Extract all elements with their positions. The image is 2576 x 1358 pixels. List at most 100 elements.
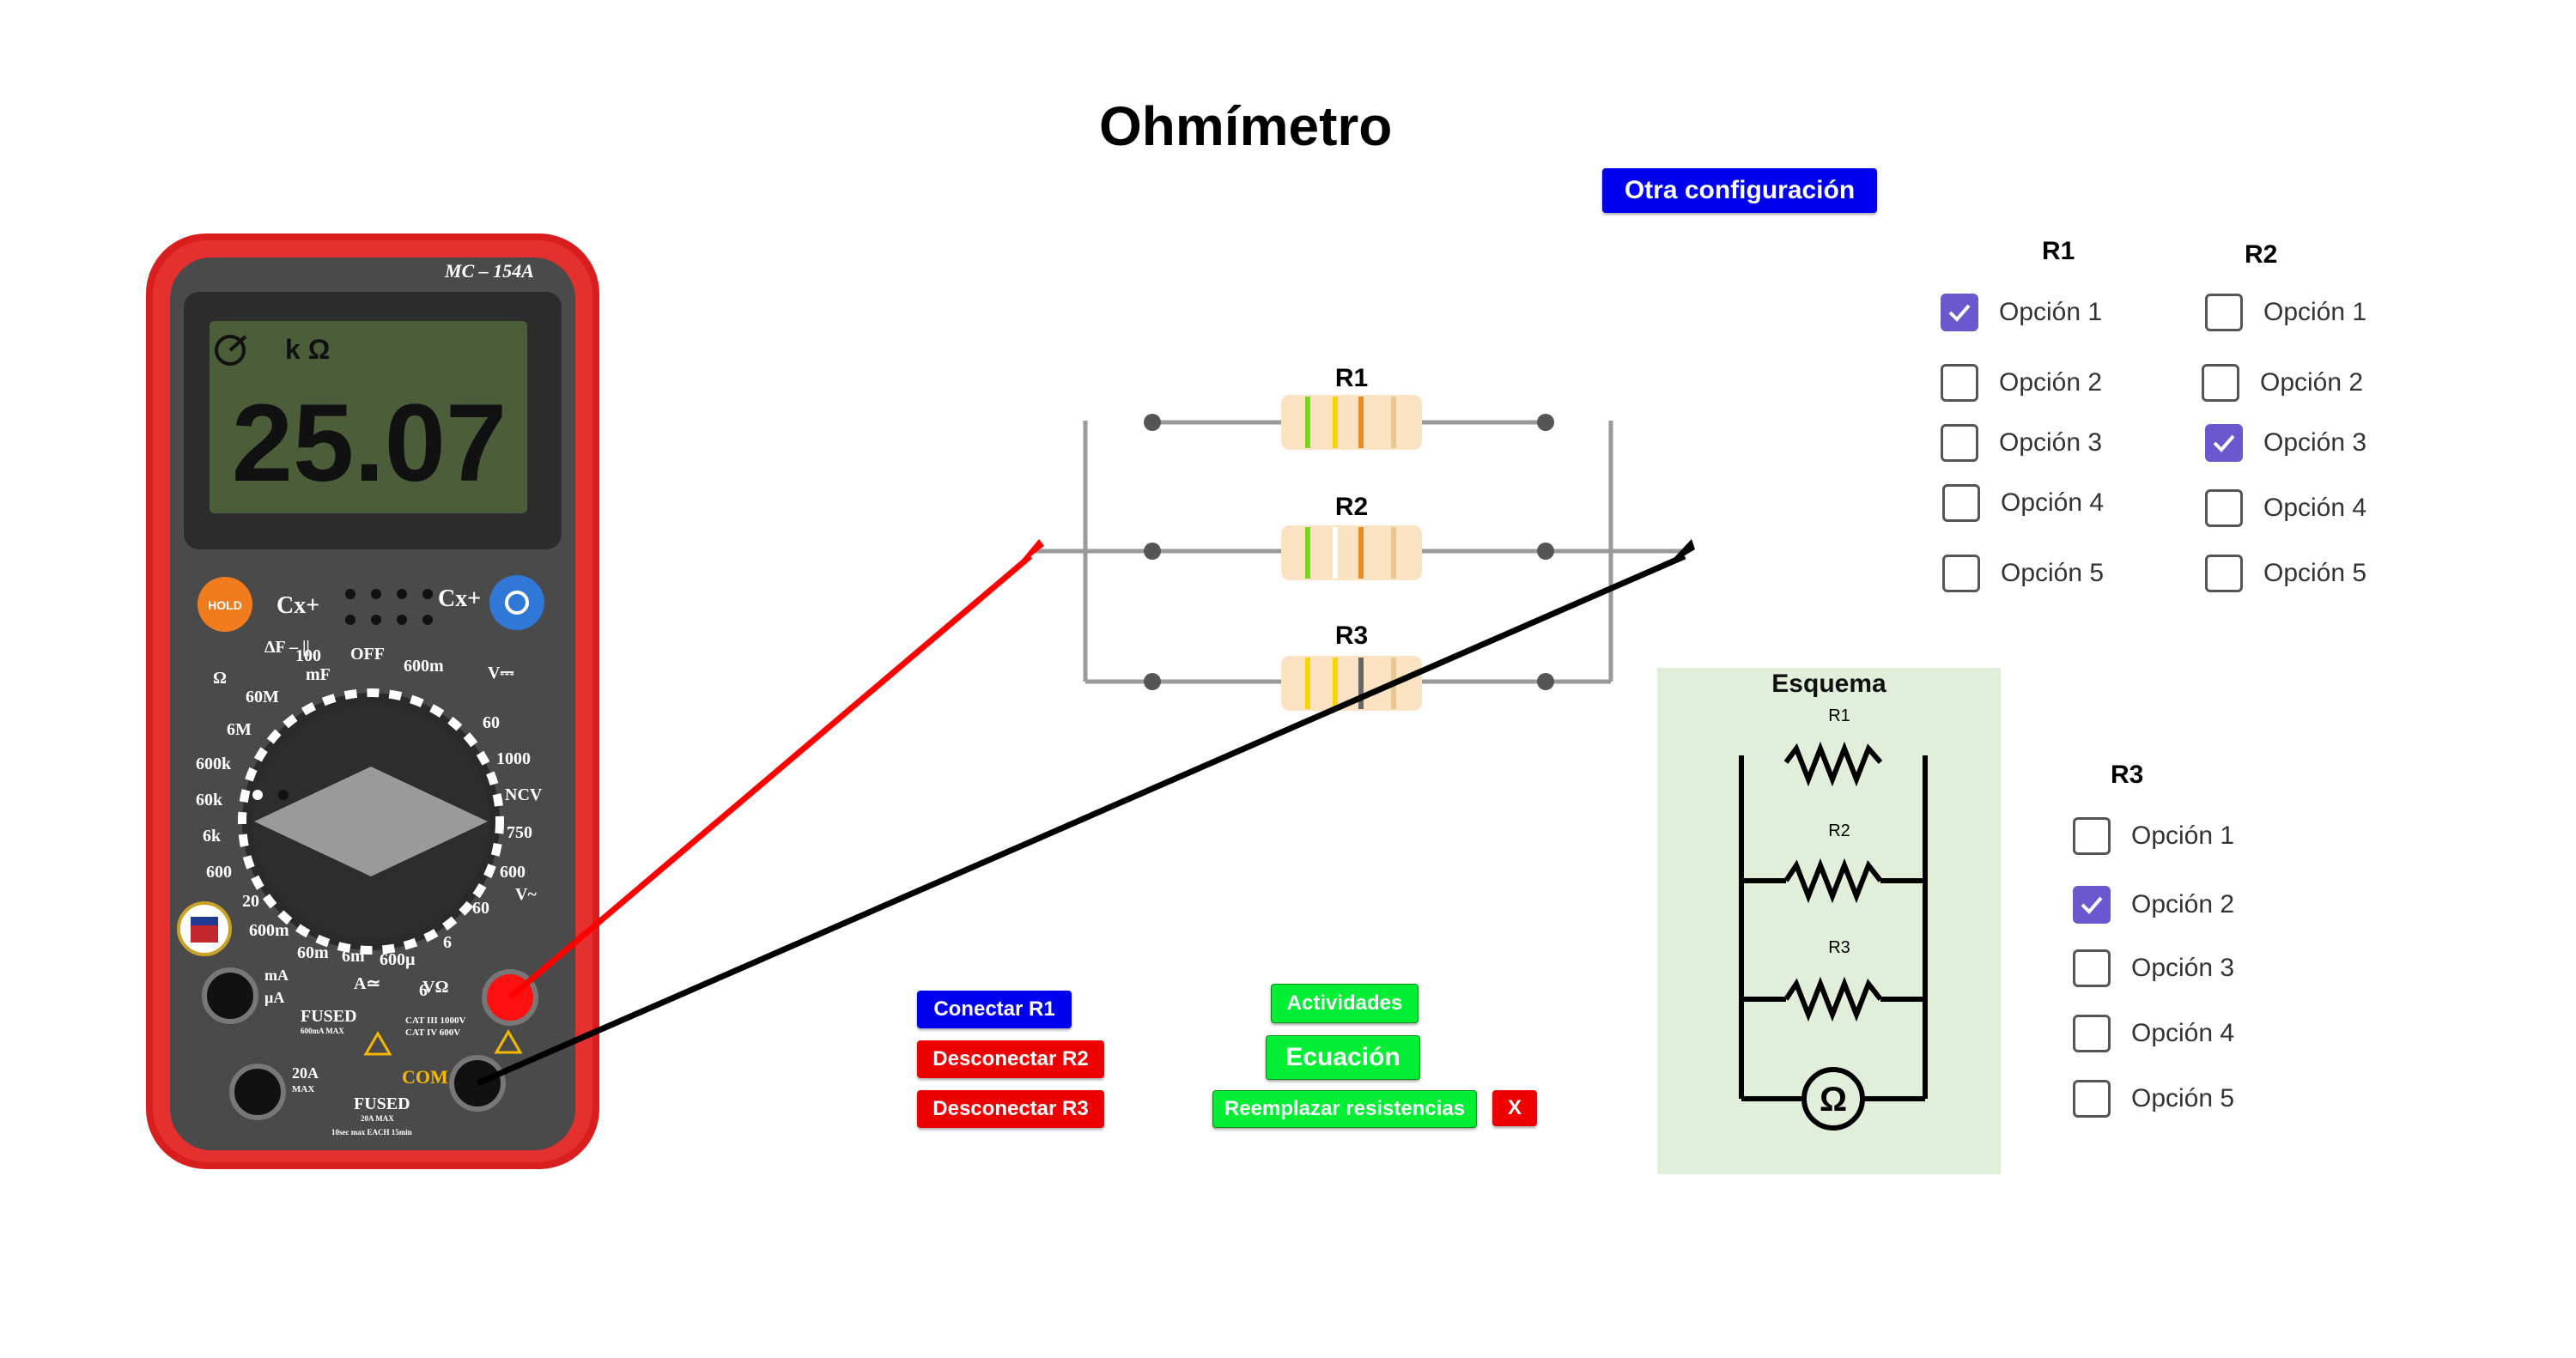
option-label: Opción 4: [2263, 494, 2367, 522]
checkbox[interactable]: [2073, 886, 2111, 924]
option-label: Opción 3: [2131, 954, 2235, 982]
lcd-unit: k Ω: [285, 334, 330, 365]
r3-option-4[interactable]: Opción 4: [2073, 1015, 2234, 1052]
black-probe-wire: [476, 553, 1686, 1087]
checkbox[interactable]: [2073, 1015, 2111, 1052]
checkbox[interactable]: [2205, 424, 2243, 462]
jack-ma[interactable]: [202, 967, 258, 1024]
ohm-meter-icon: Ω: [1820, 1081, 1847, 1119]
r1-option-1[interactable]: Opción 1: [1941, 294, 2102, 331]
resistor-r2[interactable]: [1281, 525, 1422, 580]
r1-option-5[interactable]: Opción 5: [1942, 555, 2104, 592]
jack-label-ma: mA: [264, 967, 289, 984]
black-probe-tip[interactable]: [1666, 539, 1695, 567]
r1-option-3[interactable]: Opción 3: [1941, 424, 2102, 462]
dial-label: 60M: [246, 688, 279, 706]
checkbox[interactable]: [2202, 364, 2239, 402]
checkbox[interactable]: [2205, 294, 2243, 331]
jack-label-cat1: CAT III 1000V: [405, 1015, 466, 1026]
r3-option-2[interactable]: Opción 2: [2073, 886, 2234, 924]
dial-label: 600m: [404, 657, 444, 676]
lcd-reading: 25.07: [232, 382, 507, 505]
multimeter: MC – 154A k Ω 25.07 HOLD Cx+ Cx+ ΔF – ||…: [146, 233, 599, 1169]
jack-label-max: MAX: [292, 1084, 314, 1094]
checkbox[interactable]: [2073, 949, 2111, 987]
auto-range-icon: [215, 335, 246, 366]
meter-model: MC – 154A: [444, 260, 534, 282]
resistor-r1[interactable]: [1281, 395, 1422, 450]
schema-label-r1: R1: [1828, 706, 1850, 725]
dial-label: mF: [306, 665, 331, 684]
checkbox[interactable]: [1941, 424, 1978, 462]
r1-option-4[interactable]: Opción 4: [1942, 484, 2104, 522]
option-label: Opción 1: [1999, 298, 2103, 326]
r2-option-4[interactable]: Opción 4: [2205, 489, 2366, 527]
schema-title: Esquema: [1771, 670, 1886, 698]
dial-label: NCV: [505, 785, 543, 804]
r2-option-2[interactable]: Opción 2: [2202, 364, 2363, 402]
r3-option-3[interactable]: Opción 3: [2073, 949, 2234, 987]
jack-label-20a: 20A: [292, 1064, 319, 1082]
schema-panel: [1657, 668, 2001, 1174]
r3-option-5[interactable]: Opción 5: [2073, 1080, 2234, 1118]
dial-label: 100: [295, 646, 321, 665]
checkbox[interactable]: [1942, 555, 1980, 592]
option-label: Opción 5: [2263, 559, 2367, 587]
warning-icon: [363, 1031, 392, 1056]
option-label: Opción 2: [2131, 890, 2235, 918]
dial-label: 600: [500, 863, 526, 882]
group-title-r1: R1: [2042, 237, 2075, 265]
checkbox[interactable]: [2205, 489, 2243, 527]
group-title-r3: R3: [2111, 761, 2144, 789]
r2-option-1[interactable]: Opción 1: [2205, 294, 2366, 331]
checkbox[interactable]: [1941, 364, 1978, 402]
jack-label-fused2-sub: 20A MAX: [361, 1114, 394, 1123]
desconectar-r3-button[interactable]: Desconectar R3: [917, 1090, 1104, 1128]
reemplazar-resistencias-button[interactable]: Reemplazar resistencias: [1212, 1090, 1477, 1128]
resistor-label: R2: [1335, 493, 1368, 521]
dial-label: A≃: [354, 974, 380, 993]
jack-label-com: COM: [402, 1066, 448, 1088]
dial-label: 1000: [496, 749, 531, 768]
red-probe-tip[interactable]: [1013, 539, 1044, 570]
schema-label-r3: R3: [1828, 938, 1850, 957]
r2-option-3[interactable]: Opción 3: [2205, 424, 2366, 462]
r1-option-2[interactable]: Opción 2: [1941, 364, 2102, 402]
multimeter-and-circuit: MC – 154A k Ω 25.07 HOLD Cx+ Cx+ ΔF – ||…: [146, 233, 1695, 1169]
schema-diagram: R1 R2 R3 Ω: [1739, 706, 1928, 1131]
dial-label: 20: [242, 892, 259, 911]
dial-label: 600k: [196, 755, 232, 773]
dial-label: V⎓: [488, 664, 513, 682]
jack-label-fused: FUSED: [301, 1007, 357, 1026]
dial-label: 60m: [297, 943, 329, 962]
r2-option-5[interactable]: Opción 5: [2205, 555, 2366, 592]
checkbox[interactable]: [2073, 817, 2111, 855]
option-label: Opción 1: [2263, 298, 2367, 326]
option-label: Opción 1: [2131, 821, 2235, 850]
checkbox[interactable]: [2073, 1080, 2111, 1118]
page-title: Ohmímetro: [1099, 95, 1393, 157]
dial-label: 60: [483, 713, 500, 732]
resistor-label: R1: [1335, 364, 1368, 392]
ecuacion-button[interactable]: Ecuación: [1266, 1035, 1420, 1080]
r3-option-1[interactable]: Opción 1: [2073, 817, 2234, 855]
jack-20a[interactable]: [229, 1064, 286, 1120]
close-button[interactable]: X: [1492, 1090, 1537, 1126]
resistor-label: R3: [1335, 621, 1368, 650]
otra-configuracion-button[interactable]: Otra configuración: [1602, 168, 1877, 213]
checkbox[interactable]: [1942, 484, 1980, 522]
jack-label-note: 10sec max EACH 15min: [331, 1128, 412, 1137]
option-label: Opción 2: [2260, 368, 2364, 397]
hold-button[interactable]: [197, 577, 252, 632]
conectar-r1-button[interactable]: Conectar R1: [917, 991, 1072, 1028]
checkbox[interactable]: [2205, 555, 2243, 592]
backlight-button[interactable]: [489, 575, 544, 630]
cx-left-label: Cx+: [276, 592, 319, 619]
option-label: Opción 5: [2131, 1084, 2235, 1112]
check-icon: [1948, 304, 1971, 322]
dial-label: OFF: [350, 645, 385, 664]
jack-label-fused2: FUSED: [354, 1094, 410, 1113]
checkbox[interactable]: [1941, 294, 1978, 331]
desconectar-r2-button[interactable]: Desconectar R2: [917, 1040, 1104, 1078]
actividades-button[interactable]: Actividades: [1271, 984, 1419, 1023]
